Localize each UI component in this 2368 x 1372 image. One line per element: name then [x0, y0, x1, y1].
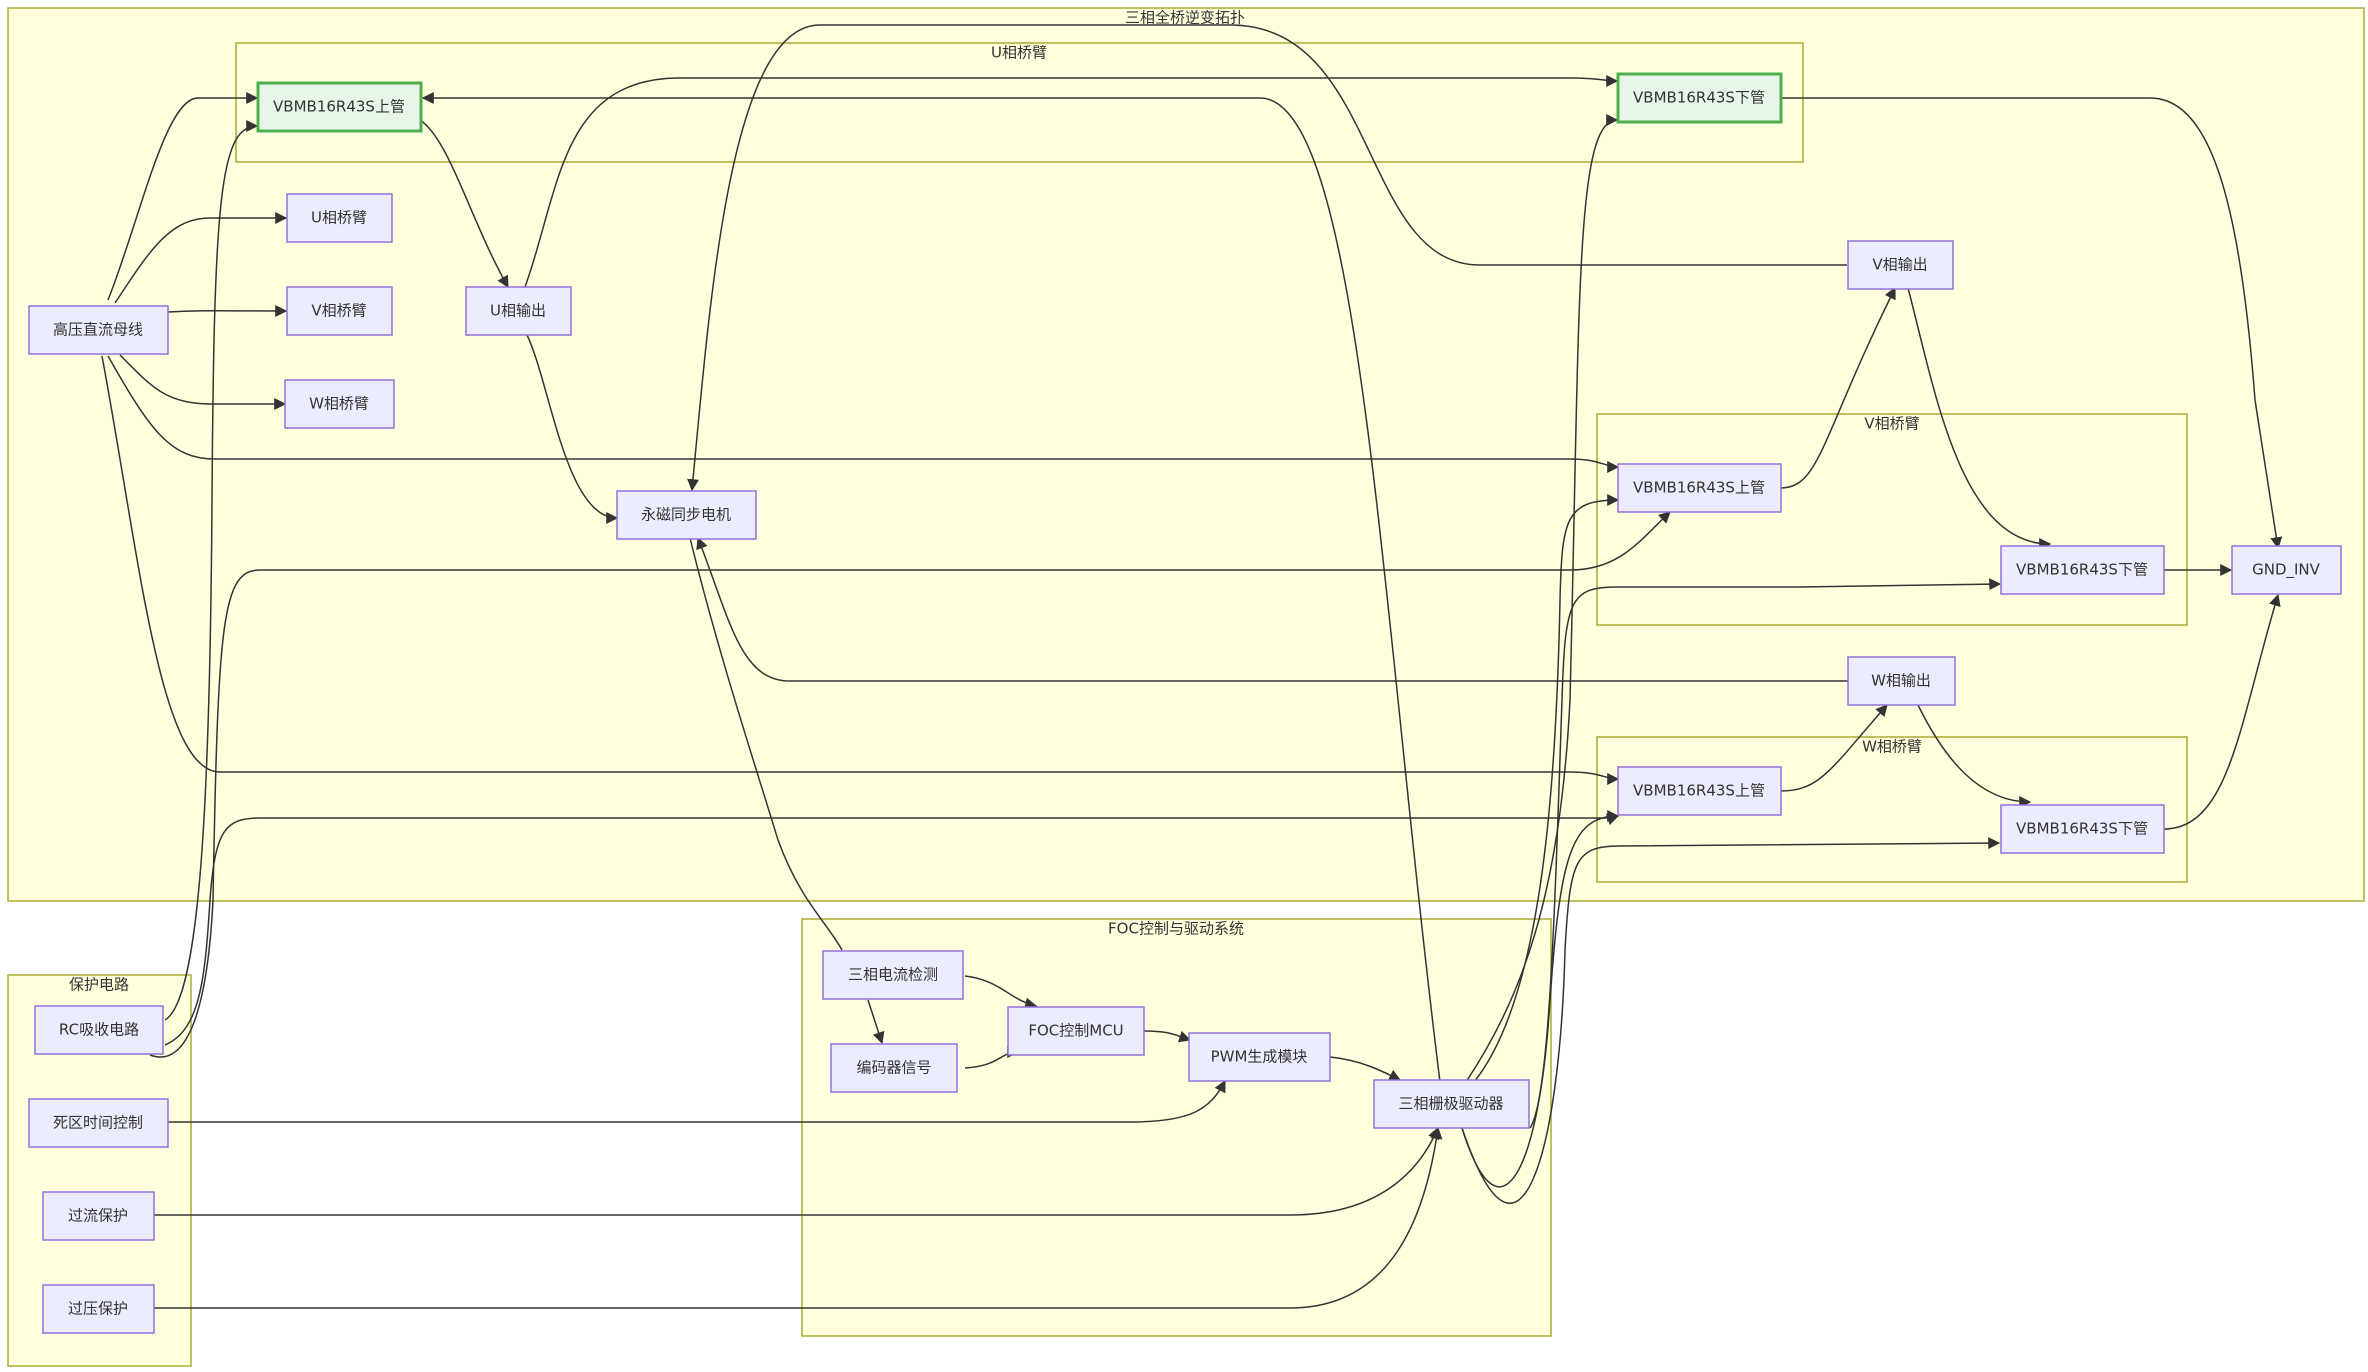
node-u-low-label: VBMB16R43S下管 — [1633, 89, 1765, 107]
edge-over-voltage-gate-driver — [154, 1126, 1443, 1309]
edge-u-out-u-low — [524, 74, 1619, 288]
node-over-current: 过流保护 — [42, 1191, 155, 1241]
node-current-sense: 三相电流检测 — [822, 950, 964, 1000]
edge-dc-bus-w-arm — [119, 354, 287, 410]
edge-gate-driver-u-low — [1465, 114, 1619, 1083]
node-encoder-label: 编码器信号 — [856, 1059, 931, 1077]
node-encoder: 编码器信号 — [830, 1043, 958, 1093]
edge-rc-snubber-v-high — [149, 511, 1671, 1058]
edge-current-sense-mcu — [964, 975, 1038, 1010]
edge-dead-time-pwm — [168, 1079, 1226, 1123]
node-gnd: GND_INV — [2231, 545, 2342, 595]
node-v-arm-ref: V相桥臂 — [286, 286, 393, 336]
node-v-out-label: V相输出 — [1872, 256, 1927, 274]
edge-dc-bus-w-high — [101, 355, 1620, 785]
node-mcu-label: FOC控制MCU — [1028, 1022, 1123, 1040]
edge-over-current-gate-driver — [154, 1126, 1440, 1216]
node-w-arm-ref-label: W相桥臂 — [309, 395, 369, 413]
edge-rc-snubber-w-high — [164, 813, 1620, 1046]
edge-w-low-gnd — [2163, 593, 2281, 830]
edge-pwm-gate-driver — [1329, 1056, 1402, 1081]
node-u-high: VBMB16R43S上管 — [256, 81, 423, 133]
cluster-u-arm: U相桥臂 — [235, 42, 1804, 163]
node-over-current-label: 过流保护 — [68, 1207, 128, 1225]
edge-v-high-v-out — [1779, 286, 1896, 489]
edges — [101, 24, 2283, 1309]
node-pwm-label: PWM生成模块 — [1211, 1048, 1308, 1066]
node-w-high-label: VBMB16R43S上管 — [1633, 782, 1765, 800]
node-u-low: VBMB16R43S下管 — [1616, 72, 1783, 124]
node-v-high: VBMB16R43S上管 — [1617, 463, 1782, 513]
edge-dc-bus-u-high — [107, 92, 259, 301]
edge-u-high-u-out — [419, 119, 509, 289]
edge-mcu-pwm — [1143, 1030, 1192, 1043]
node-gate-driver-label: 三相栅极驱动器 — [1398, 1095, 1503, 1113]
node-rc-snubber: RC吸收电路 — [34, 1005, 164, 1055]
edge-w-high-w-out — [1779, 704, 1888, 792]
node-w-out-label: W相输出 — [1871, 672, 1931, 690]
edge-current-sense-encoder — [867, 999, 885, 1045]
node-u-out-label: U相输出 — [490, 302, 546, 320]
node-v-arm-ref-label: V相桥臂 — [311, 302, 366, 320]
node-v-out: V相输出 — [1847, 240, 1954, 290]
cluster-u-arm-label: U相桥臂 — [991, 44, 1047, 62]
cluster-v-arm-label: V相桥臂 — [1864, 415, 1919, 433]
node-u-arm-ref-label: U相桥臂 — [311, 209, 367, 227]
node-u-arm-ref: U相桥臂 — [286, 193, 393, 243]
node-w-low-label: VBMB16R43S下管 — [2016, 820, 2148, 838]
node-dead-time: 死区时间控制 — [28, 1098, 169, 1148]
node-motor: 永磁同步电机 — [616, 490, 757, 540]
edge-gate-driver-w-high — [1461, 810, 1620, 1188]
edge-dc-bus-v-high — [107, 355, 1620, 473]
node-dc-bus: 高压直流母线 — [28, 305, 169, 355]
node-current-sense-label: 三相电流检测 — [848, 966, 938, 984]
edge-gate-driver-w-low — [1461, 837, 2001, 1204]
node-mcu: FOC控制MCU — [1007, 1006, 1145, 1056]
edge-gate-driver-v-high — [1473, 494, 1620, 1083]
cluster-topology-label: 三相全桥逆变拓扑 — [1125, 9, 1245, 27]
node-gate-driver: 三相栅极驱动器 — [1373, 1079, 1530, 1129]
node-w-arm-ref: W相桥臂 — [284, 379, 395, 429]
node-w-high: VBMB16R43S上管 — [1617, 766, 1782, 816]
edge-u-out-motor — [525, 332, 619, 524]
node-dead-time-label: 死区时间控制 — [53, 1114, 143, 1132]
edge-dc-bus-u-arm — [114, 212, 288, 304]
node-gnd-label: GND_INV — [2252, 561, 2321, 580]
node-u-out: U相输出 — [465, 286, 572, 336]
node-v-high-label: VBMB16R43S上管 — [1633, 479, 1765, 497]
node-w-out: W相输出 — [1847, 656, 1956, 706]
edge-v-out-motor — [687, 24, 1847, 492]
edge-rc-snubber-u-high — [164, 120, 259, 1021]
node-over-voltage: 过压保护 — [42, 1284, 155, 1334]
edge-v-out-v-low — [1907, 287, 2052, 550]
cluster-foc-label: FOC控制与驱动系统 — [1108, 920, 1244, 938]
edge-gate-driver-u-high — [421, 92, 1441, 1083]
cluster-w-arm-label: W相桥臂 — [1862, 738, 1922, 756]
node-u-high-label: VBMB16R43S上管 — [273, 98, 405, 116]
node-dc-bus-label: 高压直流母线 — [53, 321, 143, 339]
edge-gnd-from-u — [2254, 399, 2283, 550]
node-over-voltage-label: 过压保护 — [68, 1300, 128, 1318]
node-pwm: PWM生成模块 — [1188, 1032, 1331, 1082]
edge-u-low-gnd — [1782, 97, 2256, 401]
node-motor-label: 永磁同步电机 — [641, 506, 731, 524]
node-v-low-label: VBMB16R43S下管 — [2016, 561, 2148, 579]
cluster-protection-label: 保护电路 — [69, 976, 129, 994]
node-rc-snubber-label: RC吸收电路 — [59, 1021, 139, 1039]
node-v-low: VBMB16R43S下管 — [2000, 545, 2165, 595]
node-w-low: VBMB16R43S下管 — [2000, 804, 2165, 854]
edge-w-out-w-low — [1917, 704, 2032, 808]
